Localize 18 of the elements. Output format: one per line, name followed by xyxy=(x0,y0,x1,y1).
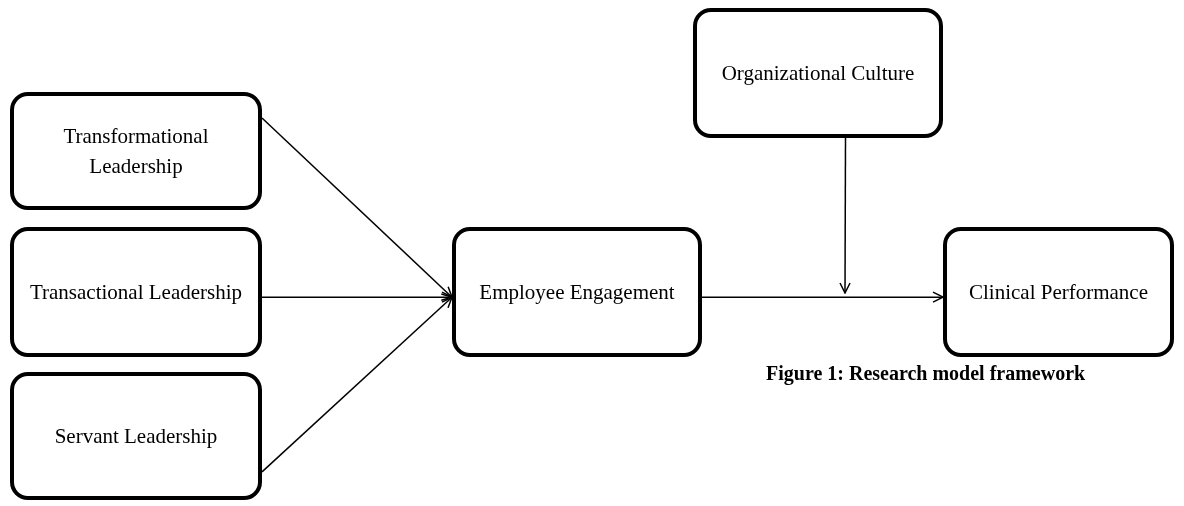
box-label: Transformational Leadership xyxy=(62,123,210,180)
box-label: Clinical Performance xyxy=(968,279,1149,306)
rounded-box xyxy=(10,227,262,357)
figure-caption: Figure 1: Research model framework xyxy=(766,362,1086,385)
arrow xyxy=(261,296,453,473)
arrow xyxy=(261,291,453,303)
arrow xyxy=(839,137,851,294)
box-label: Employee Engagement xyxy=(478,279,676,306)
arrow xyxy=(261,117,453,298)
rounded-box xyxy=(10,372,262,500)
arrow xyxy=(701,291,944,303)
rounded-box xyxy=(693,8,943,138)
rounded-box xyxy=(452,227,702,357)
rounded-box xyxy=(10,92,262,210)
box-label: Organizational Culture xyxy=(720,60,916,87)
rounded-box xyxy=(943,227,1174,357)
box-label: Servant Leadership xyxy=(53,423,219,450)
box-label: Transactional Leadership xyxy=(28,279,244,306)
